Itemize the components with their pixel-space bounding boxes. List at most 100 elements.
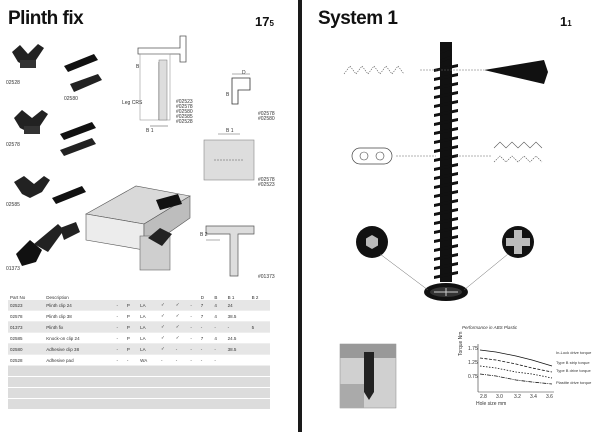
table-header-cell [125, 286, 138, 300]
table-cell: 5 [249, 321, 270, 333]
table-row-empty [8, 387, 270, 399]
part-label: 02578 [6, 142, 20, 148]
table-header-cell [159, 286, 174, 300]
table-cell: 7 [198, 300, 213, 311]
table-cell: 24 [225, 300, 250, 311]
table-cell: - [114, 354, 125, 366]
x-tick: 3.2 [514, 394, 521, 400]
table-cell: 02528 [8, 354, 45, 366]
table-cell: 38.5 [225, 310, 250, 322]
dim-label: B 1 [226, 128, 234, 134]
table-cell: 7 [198, 332, 213, 344]
table-cell: 02580 [8, 343, 45, 355]
table-cell: ✓ [173, 300, 189, 311]
table-cell: ✓ [173, 321, 189, 333]
table-cell: - [188, 310, 199, 322]
table-cell: 4 [212, 300, 226, 311]
table-cell: 02523 [8, 300, 45, 311]
right-page-title: System 1 [318, 8, 398, 29]
table-cell: - [188, 354, 199, 366]
x-tick: 2.8 [480, 394, 487, 400]
table-header-cell: D [200, 295, 204, 300]
code-list: #02578#02580 [258, 111, 275, 122]
y-tick: 1.25 [468, 360, 478, 366]
table-header-cell [188, 286, 198, 300]
part-label: 01373 [6, 266, 20, 272]
table-cell: - [198, 343, 213, 355]
table-cell: - [198, 354, 213, 366]
table-cell: 7 [198, 310, 213, 322]
table-cell: - [188, 332, 199, 344]
table-cell: P [124, 310, 139, 322]
table-cell [249, 343, 270, 355]
table-cell: ✓ [159, 332, 174, 344]
left-page-number: 175 [255, 14, 274, 29]
table-cell [225, 354, 250, 366]
dim-label: B 2 [200, 232, 208, 238]
table-cell: ✓ [159, 343, 174, 355]
table-cell: - [114, 321, 125, 333]
table-cell [249, 354, 270, 366]
code-list: #02523#02578 #02580#02585 #02528 [176, 99, 193, 125]
table-cell: - [114, 343, 125, 355]
table-header-cell: Description [46, 295, 69, 300]
table-row-empty [8, 365, 270, 377]
table-cell: - [114, 332, 125, 344]
code-list: #02578#02523 [258, 177, 275, 188]
dim-label: B 1 [146, 128, 154, 134]
table-cell: - [212, 354, 226, 366]
x-tick: 3.6 [546, 394, 553, 400]
table-cell: P [124, 300, 139, 311]
table-cell: - [124, 354, 139, 366]
part-label: 02528 [6, 80, 20, 86]
table-cell: WA [138, 354, 160, 366]
table-cell: LA [138, 300, 160, 311]
table-row-empty [8, 398, 270, 410]
table-cell: ✓ [159, 300, 174, 311]
table-cell: ✓ [159, 321, 174, 333]
table-cell: Plinth fix [44, 321, 115, 333]
right-page-number: 11 [560, 14, 572, 29]
dim-label: B [136, 64, 140, 70]
left-page-title: Plinth fix [8, 8, 84, 29]
graph-ylabel: Torque Nm [458, 331, 464, 356]
dim-label: B [226, 92, 230, 98]
table-cell: - [114, 310, 125, 322]
table-cell: LA [138, 321, 160, 333]
x-tick: 3.4 [530, 394, 537, 400]
table-cell: - [188, 343, 199, 355]
legend-entry: Type B drive torque [556, 368, 591, 373]
table-cell: Adhesive clip 38 [44, 343, 115, 355]
table-cell: LA [138, 332, 160, 344]
x-tick: 3.0 [496, 394, 503, 400]
table-cell: - [173, 354, 189, 366]
plinth-fix-illustrations [12, 35, 255, 277]
table-cell: - [212, 321, 226, 333]
legend-entry: In-Lock drive torque [556, 350, 592, 355]
table-cell: 01373 [8, 321, 45, 333]
table-cell: ✓ [173, 310, 189, 322]
legend-entry: Type B strip torque [556, 360, 590, 365]
table-cell: 02585 [8, 332, 45, 344]
table-header-cell: B 2 [251, 295, 259, 300]
y-tick: 1.75 [468, 346, 478, 352]
table-cell: 4 [212, 310, 226, 322]
y-tick: 0.75 [468, 374, 478, 380]
table-cell: 38.5 [225, 343, 250, 355]
table-header-cell: B [214, 295, 218, 300]
table-cell: - [173, 343, 189, 355]
page-gutter [298, 0, 302, 432]
part-label: 02585 [6, 202, 20, 208]
code-list: #01373 [258, 274, 275, 280]
table-cell: ✓ [159, 310, 174, 322]
left-page: Plinth fix 175 [0, 0, 298, 432]
table-cell: Adhesive pad [44, 354, 115, 366]
table-cell: - [188, 300, 199, 311]
table-header-cell: B 1 [227, 295, 235, 300]
